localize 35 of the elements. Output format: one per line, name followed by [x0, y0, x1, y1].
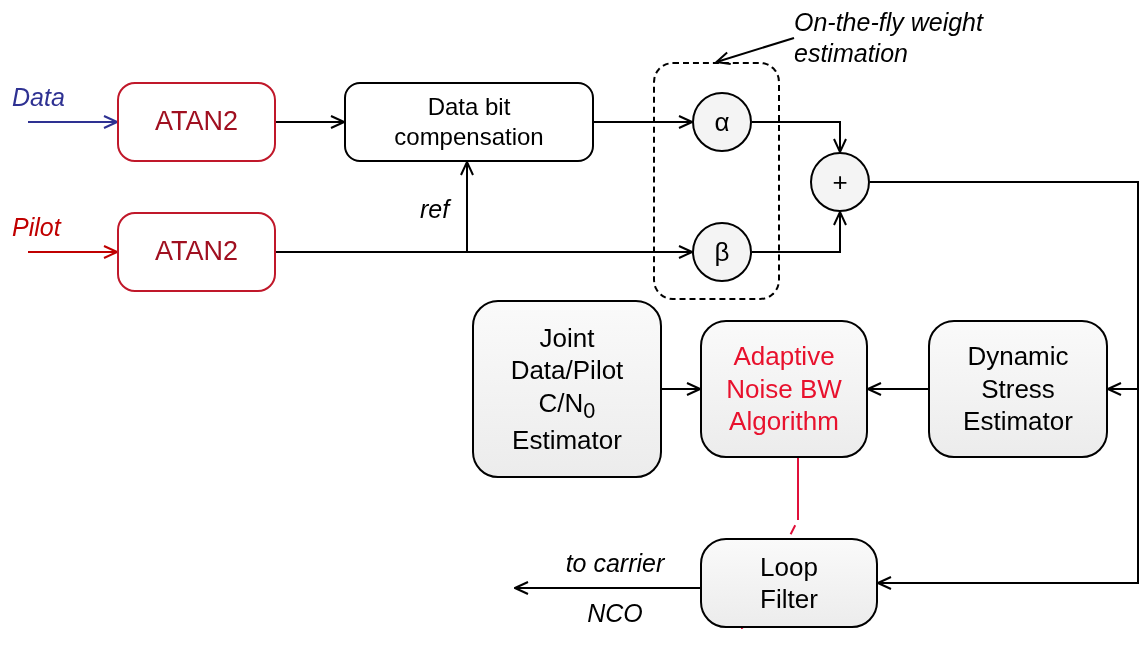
node-label: Loop Filter — [759, 550, 819, 616]
node-label: ATAN2 — [155, 105, 238, 139]
connector-arrow — [751, 121, 847, 153]
process-box — [700, 538, 878, 628]
process-box — [344, 82, 594, 162]
node-label: Adaptive Noise BW Algorithm — [725, 340, 843, 438]
connector-arrow — [741, 457, 799, 629]
dashed-group-box — [653, 62, 780, 300]
connector-arrow — [275, 161, 474, 253]
arrow — [514, 581, 701, 595]
connector-arrow — [275, 115, 345, 129]
connector-arrow — [593, 115, 693, 129]
operator-circle — [692, 222, 752, 282]
process-box — [472, 300, 662, 478]
node-label: ATAN2 — [155, 235, 238, 269]
node-label: α — [714, 105, 730, 139]
edge-label: to carrier NCO — [564, 548, 666, 629]
connector-arrow — [661, 382, 701, 396]
operator-circle — [692, 92, 752, 152]
node-label: Joint Data/Pilot C/N$_{0}$ Estimator — [509, 321, 625, 457]
node-label: β — [714, 235, 730, 269]
process-box — [117, 212, 276, 292]
arrow — [27, 115, 118, 129]
connector-arrow — [867, 382, 929, 396]
connector-arrow — [751, 211, 847, 253]
node-label: + — [832, 165, 848, 199]
connector-arrow — [715, 37, 795, 65]
node-label: Data bit compensation — [393, 92, 545, 152]
arrow — [27, 245, 118, 259]
annotation-text: On-the-fly weight estimation — [794, 2, 1056, 74]
process-box — [928, 320, 1108, 458]
process-box — [117, 82, 276, 162]
process-box — [700, 320, 868, 458]
node-label: Dynamic Stress Estimator — [962, 340, 1074, 438]
operator-circle — [810, 152, 870, 212]
